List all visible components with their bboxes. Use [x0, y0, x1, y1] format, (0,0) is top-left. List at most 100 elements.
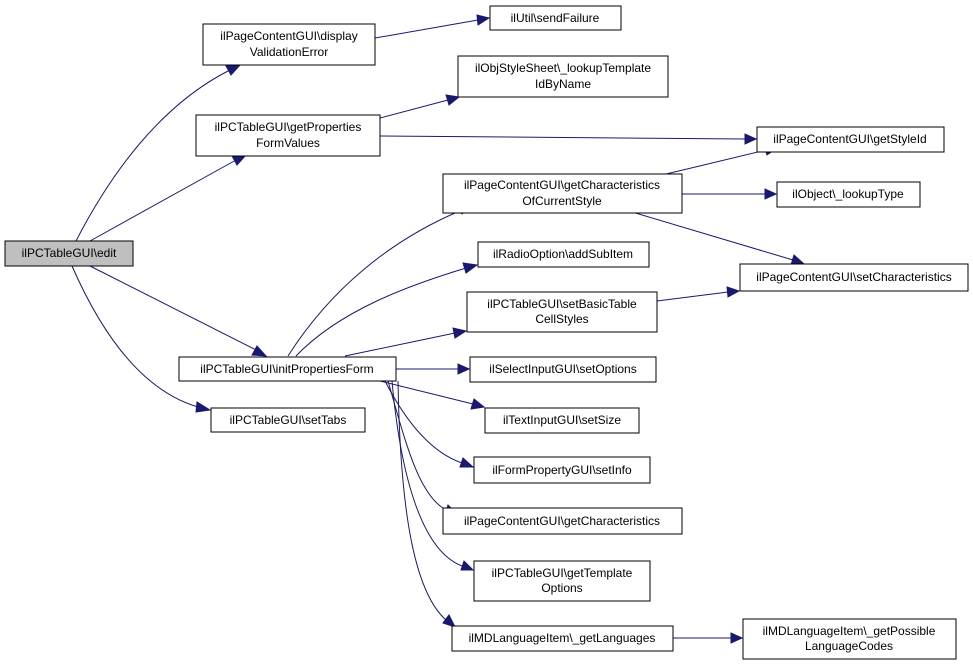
node-set-options[interactable]: ilSelectInputGUI\setOptions [469, 356, 657, 383]
edge-arrowhead [251, 345, 268, 357]
node-box [484, 407, 640, 434]
edge-arrowhead [225, 64, 242, 76]
edge-arrowhead [462, 262, 479, 274]
node-label-line-1: ilPCTableGUI\getProperties [215, 120, 362, 134]
node-get-languages[interactable]: ilMDLanguageItem\_getLanguages [451, 625, 674, 652]
node-root[interactable]: ilPCTableGUI\edit [4, 240, 134, 267]
edge-edit-to-set-tabs [71, 265, 199, 408]
node-box [473, 456, 651, 484]
edge-set-basic-table-cell-styles-to-set-characteristics [656, 291, 729, 302]
node-label: ilRadioOption\addSubItem [493, 247, 633, 261]
node-lookup-template-id[interactable]: ilObjStyleSheet\_lookupTemplate IdByName [457, 55, 669, 98]
node-get-characteristics-of-current-style[interactable]: ilPageContentGUI\getCharacteristics OfCu… [442, 173, 683, 214]
edge-get-characteristics-of-current-style-to-set-characteristics [631, 211, 794, 261]
node-get-style-id[interactable]: ilPageContentGUI\getStyleId [756, 126, 945, 153]
node-label: ilPageContentGUI\getStyleId [773, 132, 926, 146]
node-get-properties-form-values[interactable]: ilPCTableGUI\getProperties FormValues [195, 114, 381, 157]
edge-display-validation-error-to-send-failure [374, 19, 479, 39]
edge-arrowhead [730, 632, 744, 644]
node-label: ilPageContentGUI\getCharacteristics [464, 514, 660, 528]
node-box [4, 240, 134, 267]
node-box [756, 126, 945, 153]
node-get-template-options[interactable]: ilPCTableGUI\getTemplate Options [473, 560, 651, 602]
node-label: ilPCTableGUI\edit [22, 246, 117, 260]
node-send-failure[interactable]: ilUtil\sendFailure [489, 5, 622, 31]
node-label-line-1: ilObjStyleSheet\_lookupTemplate [475, 61, 651, 75]
edge-arrowhead [726, 286, 741, 298]
nodes: ilPCTableGUI\edit ilPageContentGUI\displ… [4, 5, 969, 660]
edge-get-properties-form-values-to-get-style-id [379, 135, 746, 140]
node-lookup-type[interactable]: ilObject\_lookupType [776, 181, 921, 208]
edges [71, 14, 806, 644]
node-label: ilMDLanguageItem\_getLanguages [469, 631, 656, 645]
node-label-line-2: CellStyles [535, 312, 588, 326]
edge-init-properties-form-to-get-characteristics-of-current-style [287, 209, 463, 357]
edge-arrowhead [460, 560, 475, 571]
edge-arrowhead [470, 398, 486, 410]
node-box [195, 114, 381, 157]
node-label-line-2: Options [541, 581, 582, 595]
node-label-line-2: LanguageCodes [805, 639, 893, 653]
node-label: ilObject\_lookupType [792, 187, 904, 201]
node-box [178, 356, 397, 382]
node-label: ilPageContentGUI\setCharacteristics [756, 270, 951, 284]
node-label: ilPCTableGUI\initPropertiesForm [200, 362, 373, 376]
node-set-tabs[interactable]: ilPCTableGUI\setTabs [210, 407, 366, 433]
node-box [742, 618, 957, 660]
node-label-line-1: ilPCTableGUI\getTemplate [492, 566, 633, 580]
node-label-line-1: ilMDLanguageItem\_getPossible [763, 624, 936, 638]
node-label: ilPCTableGUI\setTabs [230, 413, 347, 427]
edge-arrowhead [445, 94, 461, 106]
node-get-characteristics[interactable]: ilPageContentGUI\getCharacteristics [442, 507, 683, 535]
node-box [473, 560, 651, 602]
edge-arrowhead [457, 363, 471, 375]
node-box [776, 181, 921, 208]
node-box [466, 291, 658, 333]
edge-get-properties-form-values-to-lookup-template [379, 99, 449, 119]
node-label: ilUtil\sendFailure [511, 11, 600, 25]
node-box [489, 5, 622, 31]
edge-init-properties-form-to-get-template-options [391, 380, 463, 567]
node-box [442, 173, 683, 214]
node-set-basic-table-cell-styles[interactable]: ilPCTableGUI\setBasicTable CellStyles [466, 291, 658, 333]
node-label: ilTextInputGUI\setSize [503, 413, 621, 427]
node-box [210, 407, 366, 433]
edge-arrowhead [744, 133, 758, 145]
node-init-properties-form[interactable]: ilPCTableGUI\initPropertiesForm [178, 356, 397, 382]
edge-arrowhead [476, 14, 491, 26]
node-label: ilSelectInputGUI\setOptions [489, 362, 636, 376]
node-label: ilFormPropertyGUI\setInfo [492, 463, 632, 477]
node-box [442, 507, 683, 535]
edge-arrowhead [195, 401, 212, 413]
edge-arrowhead [459, 457, 475, 468]
node-box [469, 356, 657, 383]
node-label-line-1: ilPCTableGUI\setBasicTable [487, 297, 637, 311]
node-box [451, 625, 674, 652]
edge-init-properties-form-to-add-sub-item [295, 267, 467, 357]
edge-init-properties-form-to-set-basic-table-cell-styles [344, 332, 456, 357]
edge-edit-to-display-validation-error [75, 69, 231, 242]
node-label-line-2: ValidationError [250, 45, 328, 59]
node-add-sub-item[interactable]: ilRadioOption\addSubItem [477, 241, 650, 268]
edge-init-properties-form-to-get-characteristics [387, 380, 447, 511]
edge-arrowhead [764, 188, 778, 200]
node-get-possible-language-codes[interactable]: ilMDLanguageItem\_getPossible LanguageCo… [742, 618, 957, 660]
edge-arrowhead [442, 614, 456, 628]
node-set-info[interactable]: ilFormPropertyGUI\setInfo [473, 456, 651, 484]
node-box [477, 241, 650, 268]
node-display-validation-error[interactable]: ilPageContentGUI\display ValidationError [202, 23, 376, 66]
node-box [739, 263, 969, 292]
edge-get-characteristics-of-current-style-to-get-style-id [661, 149, 767, 176]
node-label-line-2: OfCurrentStyle [522, 194, 602, 208]
edge-edit-to-init-properties-form [89, 265, 257, 351]
edge-edit-to-get-properties-form-values [89, 159, 237, 242]
edge-init-properties-form-to-get-languages [397, 380, 447, 621]
node-box [202, 23, 376, 66]
node-label-line-2: IdByName [535, 77, 591, 91]
node-label-line-1: ilPageContentGUI\getCharacteristics [464, 178, 660, 192]
edge-arrowhead [452, 327, 468, 339]
node-label-line-1: ilPageContentGUI\display [220, 29, 357, 43]
node-set-size[interactable]: ilTextInputGUI\setSize [484, 407, 640, 434]
node-set-characteristics[interactable]: ilPageContentGUI\setCharacteristics [739, 263, 969, 292]
